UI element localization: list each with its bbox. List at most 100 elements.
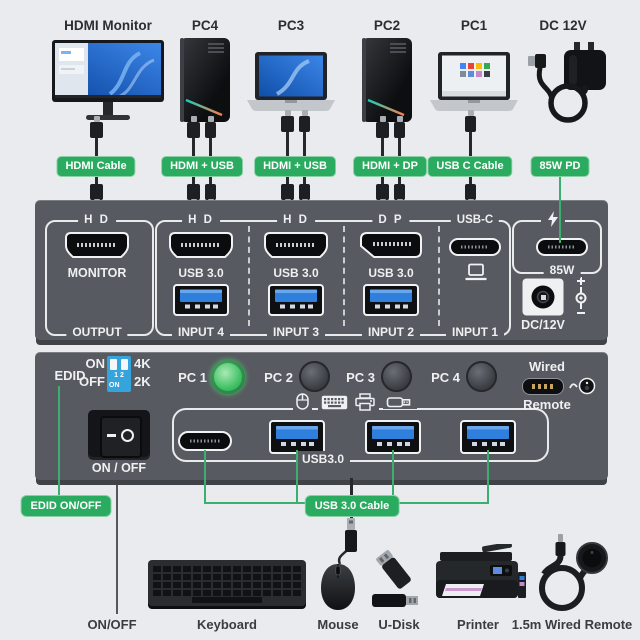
usb30-label: USB 3.0 — [273, 266, 319, 280]
printer-icon — [351, 393, 379, 411]
onoff-switch-label: ON / OFF — [91, 461, 147, 475]
tag-hdmi-dp: HDMI + DP — [353, 156, 427, 177]
hdmi-plug — [187, 116, 200, 138]
port-type-label: D P — [372, 213, 410, 228]
usb-plug — [345, 518, 357, 552]
monitor-port-label: MONITOR — [67, 266, 127, 280]
usb-callout-drop — [392, 450, 394, 504]
hdmi-plug — [376, 116, 389, 138]
remote-icon — [569, 377, 596, 395]
dc12v-label: DC/12V — [521, 318, 565, 332]
usb-callout-drop — [487, 450, 489, 504]
section-divider — [343, 226, 345, 326]
usb-plug — [299, 184, 310, 205]
tag-hdmi-cable: HDMI Cable — [56, 156, 136, 177]
usba-port-front-3 — [460, 420, 516, 454]
usb-plug — [205, 184, 216, 205]
usba-port-front-1 — [269, 420, 325, 454]
usb-group-label: USB3.0 — [295, 451, 351, 467]
pc4-tower-image — [180, 38, 230, 122]
usbc-port-input1 — [449, 238, 501, 256]
section-divider — [438, 226, 440, 326]
dp-plug — [394, 184, 405, 205]
label-wired-remote: 1.5m Wired Remote — [511, 617, 633, 632]
lightning-icon — [541, 211, 565, 232]
dip-4k-label: 4K — [134, 356, 151, 371]
callout-line-85w — [559, 177, 561, 243]
remote-port-pin — [538, 384, 541, 389]
label-pc1: PC1 — [460, 18, 488, 33]
label-udisk: U-Disk — [378, 617, 420, 632]
input4-label: INPUT 4 — [171, 324, 231, 340]
label-pc4: PC4 — [191, 18, 219, 33]
keyboard-image — [148, 560, 306, 606]
hdmi-plug — [90, 184, 103, 205]
pc1-select-button — [211, 360, 245, 394]
port-type-label: H D — [277, 213, 315, 228]
port-type-label: H D — [182, 213, 220, 228]
usb-plug — [299, 110, 310, 132]
pc2-tower-image — [362, 38, 412, 122]
usba-port-input2 — [363, 284, 419, 316]
hdmi-port-input4 — [169, 232, 233, 258]
remote-port-pin — [532, 384, 535, 389]
usb-drive-icon — [383, 395, 417, 409]
hdmi-plug — [376, 184, 389, 205]
callout-line-edid — [58, 386, 60, 496]
input1-label: INPUT 1 — [445, 324, 505, 340]
kvm-back-panel: H D H D H D D P USB-C MO — [35, 200, 608, 340]
kvm-front-panel: EDID ON OFF 1 2 ON 4K 2K ON / OFF PC 1 P… — [35, 352, 608, 480]
dip-numbers: 1 2 — [114, 372, 124, 379]
dip-on-mark: ON — [109, 382, 120, 389]
callout-usb30-cable: USB 3.0 Cable — [304, 495, 400, 517]
dc-adapter-image — [528, 42, 606, 123]
pc2-button-label: PC 2 — [264, 370, 293, 385]
pc4-button-label: PC 4 — [431, 370, 460, 385]
label-pc3: PC3 — [277, 18, 305, 33]
output-label: OUTPUT — [66, 324, 128, 340]
port-type-label: H D — [78, 213, 116, 228]
usb-callout-drop — [204, 450, 206, 504]
dip-toggle-2 — [121, 359, 128, 370]
udisk-image — [372, 550, 418, 607]
usb-plug — [205, 116, 216, 138]
wired-remote-image — [539, 534, 608, 611]
usba-port-input3 — [268, 284, 324, 316]
usb30-label: USB 3.0 — [368, 266, 414, 280]
dc-jack — [522, 278, 564, 316]
input3-label: INPUT 3 — [266, 324, 326, 340]
dp-port-input2 — [360, 232, 422, 258]
tag-hdmi-usb-2: HDMI + USB — [254, 156, 336, 177]
remote-port — [522, 378, 564, 395]
tag-usbc-cable: USB C Cable — [427, 156, 513, 177]
monitor-image — [52, 40, 164, 120]
polarity-icon — [575, 277, 587, 314]
rocker-face — [100, 416, 142, 458]
label-printer: Printer — [457, 617, 499, 632]
section-divider — [248, 226, 250, 326]
edid-label: EDID — [54, 368, 86, 383]
hdmi-plug — [281, 110, 294, 132]
callout-edid-onoff: EDID ON/OFF — [20, 495, 112, 517]
input2-label: INPUT 2 — [361, 324, 421, 340]
rocker-on-mark-icon — [107, 434, 116, 437]
usba-port-input4 — [173, 284, 229, 316]
mouse-icon — [293, 393, 312, 410]
dip-2k-label: 2K — [134, 374, 151, 389]
pc3-select-button — [381, 361, 412, 392]
usbc-plug — [465, 184, 476, 205]
hdmi-plug — [90, 116, 103, 138]
callout-line-onoff — [116, 478, 118, 614]
tag-85w-pd: 85W PD — [530, 156, 590, 177]
keyboard-keys — [153, 564, 301, 596]
label-onoff: ON/OFF — [87, 617, 137, 632]
85w-label: 85W — [543, 262, 581, 278]
remote-port-pin — [544, 384, 547, 389]
hdmi-plug — [281, 184, 294, 205]
pc1-laptop-image — [430, 52, 518, 111]
label-dc12v: DC 12V — [539, 18, 587, 33]
inputs-section — [155, 220, 511, 336]
mouse-image — [321, 548, 355, 610]
dip-off-label: OFF — [79, 374, 105, 389]
